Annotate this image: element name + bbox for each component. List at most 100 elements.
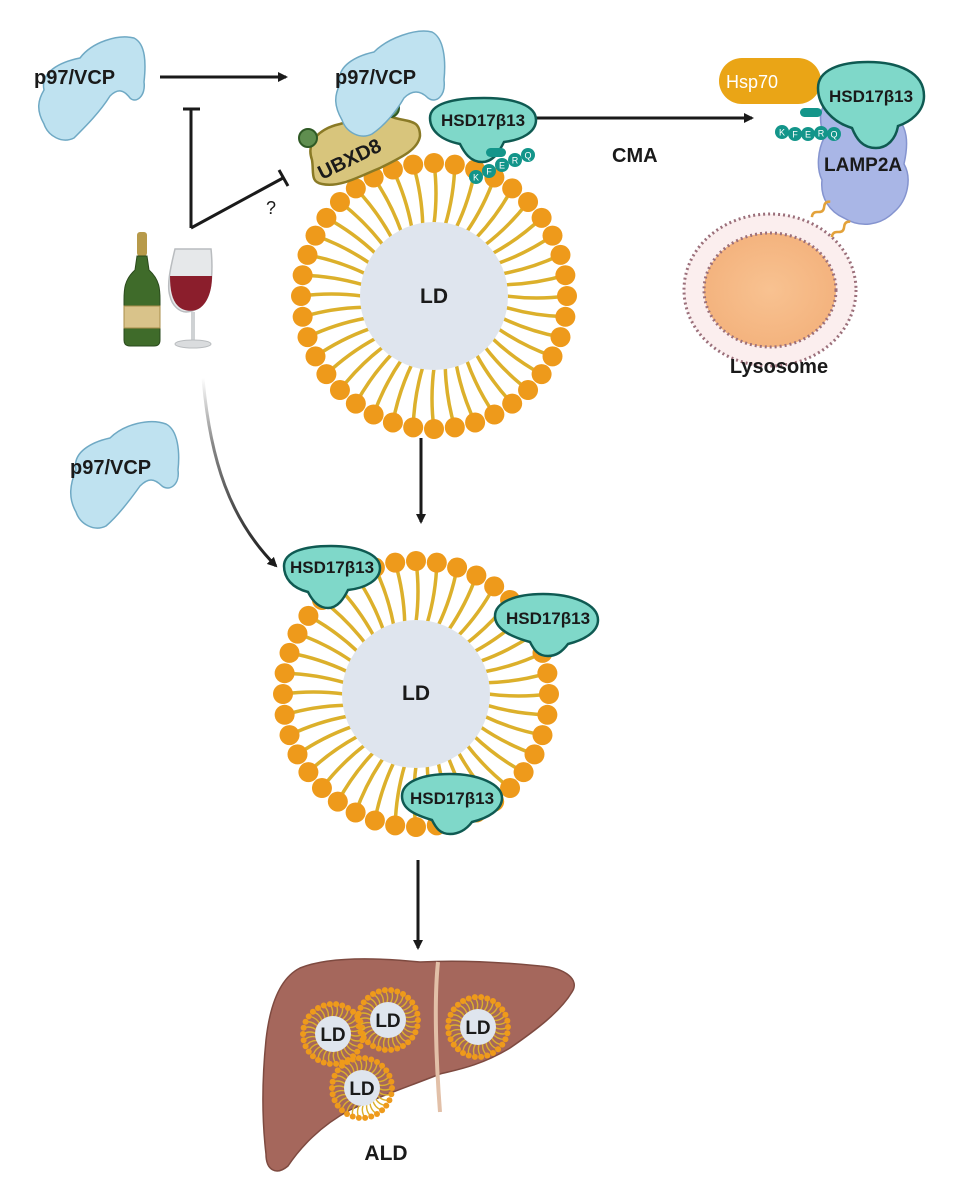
lipid-head xyxy=(327,791,348,812)
ld-core xyxy=(370,1002,406,1038)
lipid-head xyxy=(300,1037,307,1044)
lipid-head xyxy=(381,1046,388,1053)
uncertain-inhibition-question-mark: ? xyxy=(266,198,276,218)
lipid-head xyxy=(555,306,576,327)
inhibit-arrow-alcohol-to-ubxd8 xyxy=(190,169,290,230)
liver-lipid-droplet: LD xyxy=(300,1001,366,1067)
lipid-head xyxy=(502,1011,509,1018)
liver-lipid-droplet: LD xyxy=(329,1055,395,1121)
lipid-head xyxy=(400,1042,406,1049)
lipid-head xyxy=(338,1107,345,1114)
lipid-head xyxy=(345,802,366,823)
lipid-head xyxy=(415,1017,421,1023)
lipid-head xyxy=(315,1056,321,1063)
lipid-head xyxy=(329,191,350,212)
lipid-head xyxy=(349,1056,356,1063)
liver-ld-label: LD xyxy=(375,1011,400,1032)
lipid-head xyxy=(382,412,403,433)
lipid-head xyxy=(339,1002,346,1009)
lipid-head xyxy=(444,154,465,175)
lipid-head xyxy=(389,1085,395,1091)
kferq-residue-letter: Q xyxy=(524,151,531,161)
lipid-head xyxy=(499,1041,506,1048)
lipid-head xyxy=(305,1048,312,1055)
lipid-head xyxy=(320,1002,327,1009)
lipid-head xyxy=(495,1046,502,1053)
lipid-head xyxy=(297,244,318,265)
ld-core xyxy=(342,620,490,768)
lipid-head xyxy=(355,1017,361,1023)
lysosome xyxy=(682,212,858,368)
kferq-residue xyxy=(495,158,509,172)
lipid-head xyxy=(444,417,465,438)
lysosome-label: Lysosome xyxy=(730,356,828,378)
lipid-head xyxy=(345,178,366,199)
hsd17b13-protein-middle-2: HSD17β13 xyxy=(493,592,600,658)
lipid-head xyxy=(326,1001,333,1008)
lipid-head xyxy=(385,815,406,836)
lipid-head xyxy=(478,994,485,1001)
lipid-head xyxy=(531,207,552,228)
lipid-head xyxy=(484,404,505,425)
lipid-head xyxy=(409,999,416,1006)
hsd17b13-protein-middle-1: HSD17β13 xyxy=(282,544,382,610)
ld-core xyxy=(315,1016,351,1052)
kferq-residue-letter: R xyxy=(818,129,825,139)
lipid-head xyxy=(502,1036,509,1043)
ld-top-label: LD xyxy=(420,285,448,308)
lipid-head xyxy=(375,988,382,995)
lipid-head xyxy=(465,995,472,1002)
lipid-head xyxy=(334,1067,341,1074)
lipid-head xyxy=(370,991,376,998)
lipid-droplet-top xyxy=(291,153,577,439)
lipid-head xyxy=(426,552,447,573)
lipid-head xyxy=(471,994,478,1001)
liver-ld-label: LD xyxy=(320,1025,345,1046)
lipid-head xyxy=(357,1029,364,1036)
lipid-head xyxy=(305,1013,312,1020)
lipid-head xyxy=(445,1030,452,1037)
lipid-head xyxy=(412,1004,419,1011)
kferq-residue-letter: R xyxy=(512,156,519,166)
hsp70-label: Hsp70 xyxy=(726,72,778,92)
lipid-head xyxy=(349,1113,356,1120)
hsd17b13-label: HSD17β13 xyxy=(290,558,374,577)
p97-vcp-protein-top-center: p97/VCP xyxy=(335,30,446,137)
lipid-head xyxy=(374,1110,380,1117)
lipid-head xyxy=(386,1072,393,1079)
lipid-head xyxy=(274,663,295,684)
lipid-head xyxy=(412,1029,419,1036)
lipid-head xyxy=(542,225,563,246)
lipid-head xyxy=(292,265,313,286)
lipid-head xyxy=(355,1010,362,1017)
lipid-head xyxy=(445,1017,452,1024)
inhibit-arrow-alcohol-to-p97 xyxy=(183,107,200,228)
lipid-head xyxy=(357,1004,364,1011)
lipid-head xyxy=(287,623,308,644)
lipid-head xyxy=(379,1062,386,1069)
kferq-residue xyxy=(801,127,815,141)
lipid-head xyxy=(350,1008,357,1015)
lipid-head xyxy=(315,1005,321,1012)
lipid-head xyxy=(445,1024,451,1030)
p97-vcp-protein-middle-left: p97/VCP xyxy=(70,420,180,529)
lipid-head xyxy=(298,605,319,626)
lipid-head xyxy=(344,1059,350,1066)
p97-vcp-protein-top-left: p97/VCP xyxy=(34,36,146,141)
lipid-head xyxy=(424,419,444,439)
lipid-head xyxy=(471,1053,478,1060)
lipid-head xyxy=(403,154,424,175)
lipid-head xyxy=(424,153,444,173)
lipid-head xyxy=(500,778,521,799)
lipid-head xyxy=(329,1085,335,1091)
p97-vcp-label: p97/VCP xyxy=(34,67,115,89)
lipid-head xyxy=(550,244,571,265)
hsd17b13-protein-middle-3: HSD17β13 xyxy=(400,772,504,836)
lipid-head xyxy=(394,1045,401,1052)
kferq-residue-letter: E xyxy=(499,161,505,171)
kferq-residue xyxy=(482,164,496,178)
lipid-head xyxy=(345,393,366,414)
